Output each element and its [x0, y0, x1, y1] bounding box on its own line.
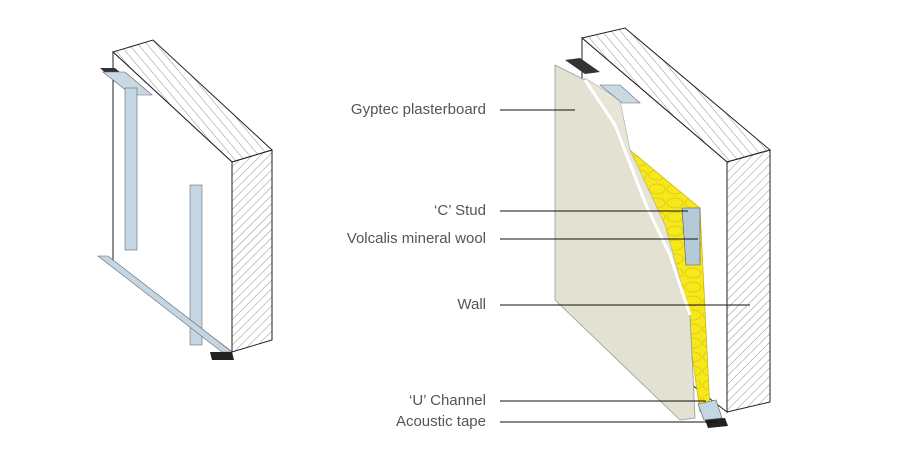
stud-2 — [189, 184, 203, 346]
label-c-stud: ‘C’ Stud — [434, 202, 486, 219]
label-acoustic-tape: Acoustic tape — [395, 413, 486, 430]
wall-side — [726, 149, 771, 413]
u-channel — [697, 399, 723, 421]
top-channel — [102, 71, 153, 96]
right-layered-illustration — [554, 27, 772, 428]
left-frame-illustration — [97, 39, 273, 360]
label-wall: Wall — [457, 296, 486, 313]
label-u-channel: ‘U’ Channel — [409, 392, 486, 409]
leader-lines — [500, 109, 750, 423]
acoustic-tape — [705, 418, 728, 428]
bottom-tape — [210, 352, 234, 360]
top-channel — [599, 84, 641, 104]
label-mineral-wool: Volcalis mineral wool — [346, 230, 486, 247]
stud-1 — [124, 87, 138, 251]
label-gyptec-plasterboard: Gyptec plasterboard — [350, 101, 486, 118]
wall-side — [231, 149, 273, 353]
c-stud — [681, 207, 701, 266]
